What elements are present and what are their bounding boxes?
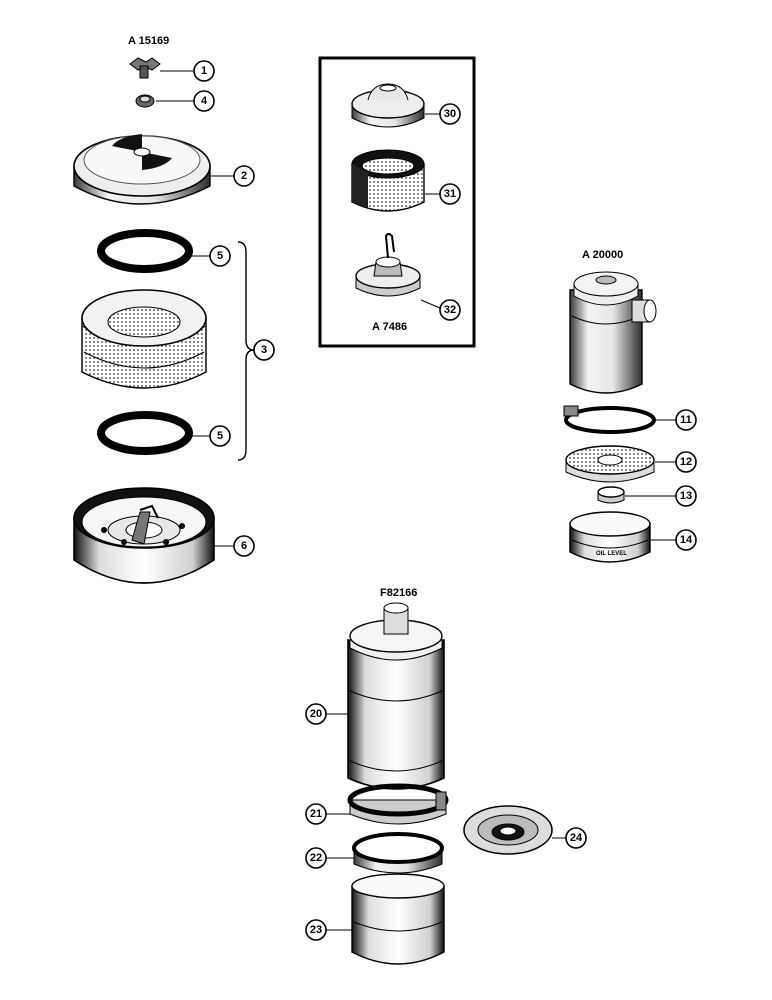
svg-text:5: 5: [217, 430, 223, 442]
svg-text:13: 13: [680, 490, 692, 502]
cap-part: [351, 83, 425, 128]
callout-32: 32: [439, 299, 461, 321]
callout-24: 24: [565, 827, 587, 849]
callout-6: 6: [233, 535, 255, 557]
screen-base-part: [355, 233, 421, 297]
callout-12: 12: [675, 451, 697, 473]
svg-text:12: 12: [680, 456, 692, 468]
cleaner-body-part: [569, 271, 657, 394]
baffle-plate-part: [463, 805, 553, 855]
callout-2: 2: [233, 165, 255, 187]
callout-22: 22: [305, 847, 327, 869]
svg-text:21: 21: [310, 808, 322, 820]
callout-31: 31: [439, 183, 461, 205]
callout-5-lower: 5: [209, 425, 231, 447]
callout-11: 11: [675, 409, 697, 431]
assembly-label-f82166: F82166: [380, 587, 417, 599]
callout-30: 30: [439, 103, 461, 125]
assembly-label-a7486: A 7486: [372, 321, 407, 333]
svg-text:2: 2: [241, 170, 247, 182]
assembly-label-a15169: A 15169: [128, 35, 169, 47]
inner-ring-part: [352, 832, 444, 874]
callout-5-upper: 5: [209, 245, 231, 267]
svg-text:6: 6: [241, 540, 247, 552]
svg-text:32: 32: [444, 304, 456, 316]
gasket-upper-part: [97, 229, 193, 273]
bracket-brace: [237, 241, 255, 461]
svg-text:14: 14: [680, 534, 693, 546]
filter-element-part: [81, 289, 207, 389]
svg-text:11: 11: [680, 414, 692, 426]
grommet-part: [135, 94, 155, 108]
callout-1: 1: [193, 60, 215, 82]
canister-body-part: [347, 602, 445, 790]
assembly-label-a20000: A 20000: [582, 249, 623, 261]
cleaner-base-part: [73, 487, 215, 584]
oil-cup-part: [569, 511, 651, 563]
leader-line: [420, 299, 441, 309]
cleaner-cover-part: [73, 134, 211, 205]
callout-21: 21: [305, 803, 327, 825]
svg-text:5: 5: [217, 250, 223, 262]
gasket-lower-part: [97, 411, 193, 455]
clamp-band-part: [563, 405, 656, 434]
callout-14: 14: [675, 529, 697, 551]
small-ring-part: [597, 486, 625, 504]
svg-text:31: 31: [444, 188, 456, 200]
callout-23: 23: [305, 919, 327, 941]
screen-part: [351, 149, 425, 212]
callout-4: 4: [193, 90, 215, 112]
callout-13: 13: [675, 485, 697, 507]
svg-text:4: 4: [201, 95, 208, 107]
oil-level-marking: OIL LEVEL: [596, 551, 627, 557]
lower-cup-part: [351, 873, 445, 965]
svg-text:30: 30: [444, 108, 456, 120]
svg-text:3: 3: [261, 344, 267, 356]
callout-20: 20: [305, 703, 327, 725]
svg-text:23: 23: [310, 924, 322, 936]
wing-nut-part: [129, 57, 161, 79]
element-tray-part: [565, 445, 655, 483]
svg-text:1: 1: [201, 65, 207, 77]
callout-3: 3: [253, 339, 275, 361]
clamp-ring-part: [347, 783, 449, 825]
svg-text:22: 22: [310, 852, 322, 864]
svg-text:24: 24: [570, 832, 583, 844]
svg-text:20: 20: [310, 708, 322, 720]
